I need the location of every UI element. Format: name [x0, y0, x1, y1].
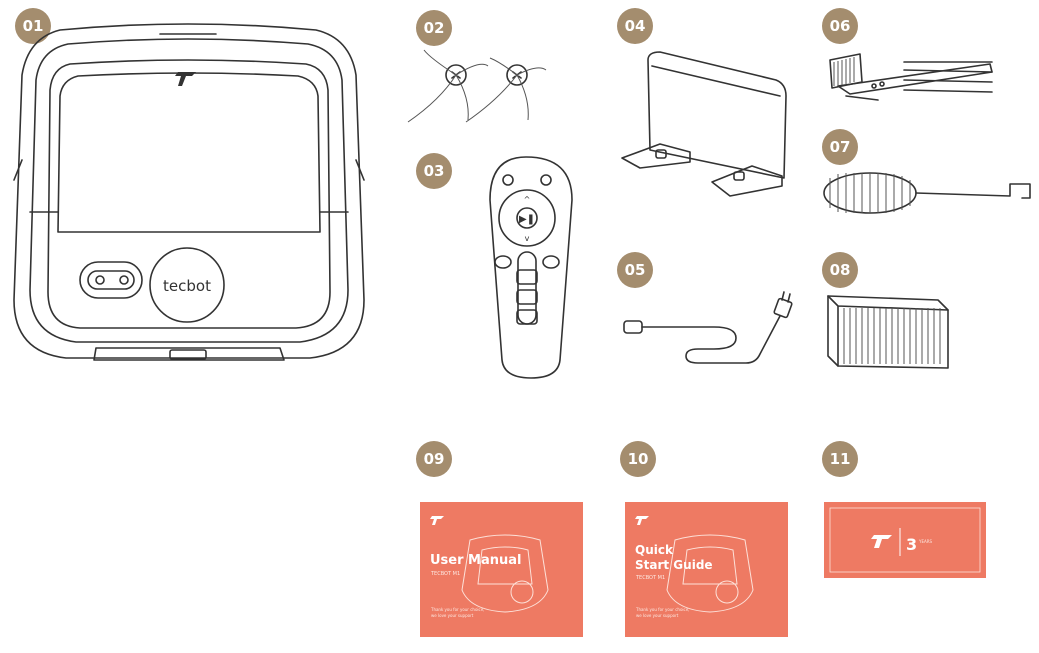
badge-10: 10 [620, 441, 656, 477]
guide-footer-line2: we love your support [636, 613, 679, 618]
manual-model: TECBOT M1 [430, 571, 460, 577]
manual-footer-line2: we love your support [431, 613, 474, 618]
badge-06: 06 [822, 8, 858, 44]
badge-05: 05 [617, 252, 653, 288]
remote-control-illustration: ▶❚ ^ v [489, 156, 573, 379]
guide-title-line2: Start Guide [635, 558, 713, 572]
guide-model: TECBOT M1 [635, 575, 665, 581]
badge-09: 09 [416, 441, 452, 477]
svg-text:v: v [525, 234, 530, 243]
warranty-logo-icon [871, 535, 892, 548]
manual-title: User Manual [430, 553, 522, 568]
guide-footer-line1: Thank you for your choice, [635, 607, 689, 612]
brush-illustration [823, 172, 1031, 214]
badge-08: 08 [822, 252, 858, 288]
badge-04: 04 [617, 8, 653, 44]
svg-text:^: ^ [524, 195, 531, 204]
charging-dock-illustration [621, 51, 787, 197]
warranty-years: 3 [906, 535, 917, 554]
guide-title-line1: Quick [635, 543, 674, 557]
svg-text:▶❚: ▶❚ [519, 214, 535, 225]
warranty-label: YEARS [918, 539, 932, 544]
filter-illustration [827, 295, 949, 369]
badge-07: 07 [822, 129, 858, 165]
badge-02: 02 [416, 10, 452, 46]
warranty-card: 3 YEARS [824, 502, 986, 578]
user-manual-card: User Manual TECBOT M1 Thank you for your… [420, 502, 583, 637]
cleaning-tool-illustration [829, 53, 993, 101]
badge-11: 11 [822, 441, 858, 477]
quick-start-guide-card: Quick Start Guide TECBOT M1 Thank you fo… [625, 502, 788, 637]
power-cable-illustration [623, 291, 793, 364]
manual-footer-line1: Thank you for your choice, [430, 607, 484, 612]
robot-logo-icon [175, 72, 196, 86]
side-brushes-illustration [407, 49, 547, 123]
badge-01: 01 [15, 8, 51, 44]
robot-brand-label: tecbot [163, 277, 211, 295]
robot-vacuum-illustration: tecbot [13, 23, 365, 361]
badge-03: 03 [416, 153, 452, 189]
